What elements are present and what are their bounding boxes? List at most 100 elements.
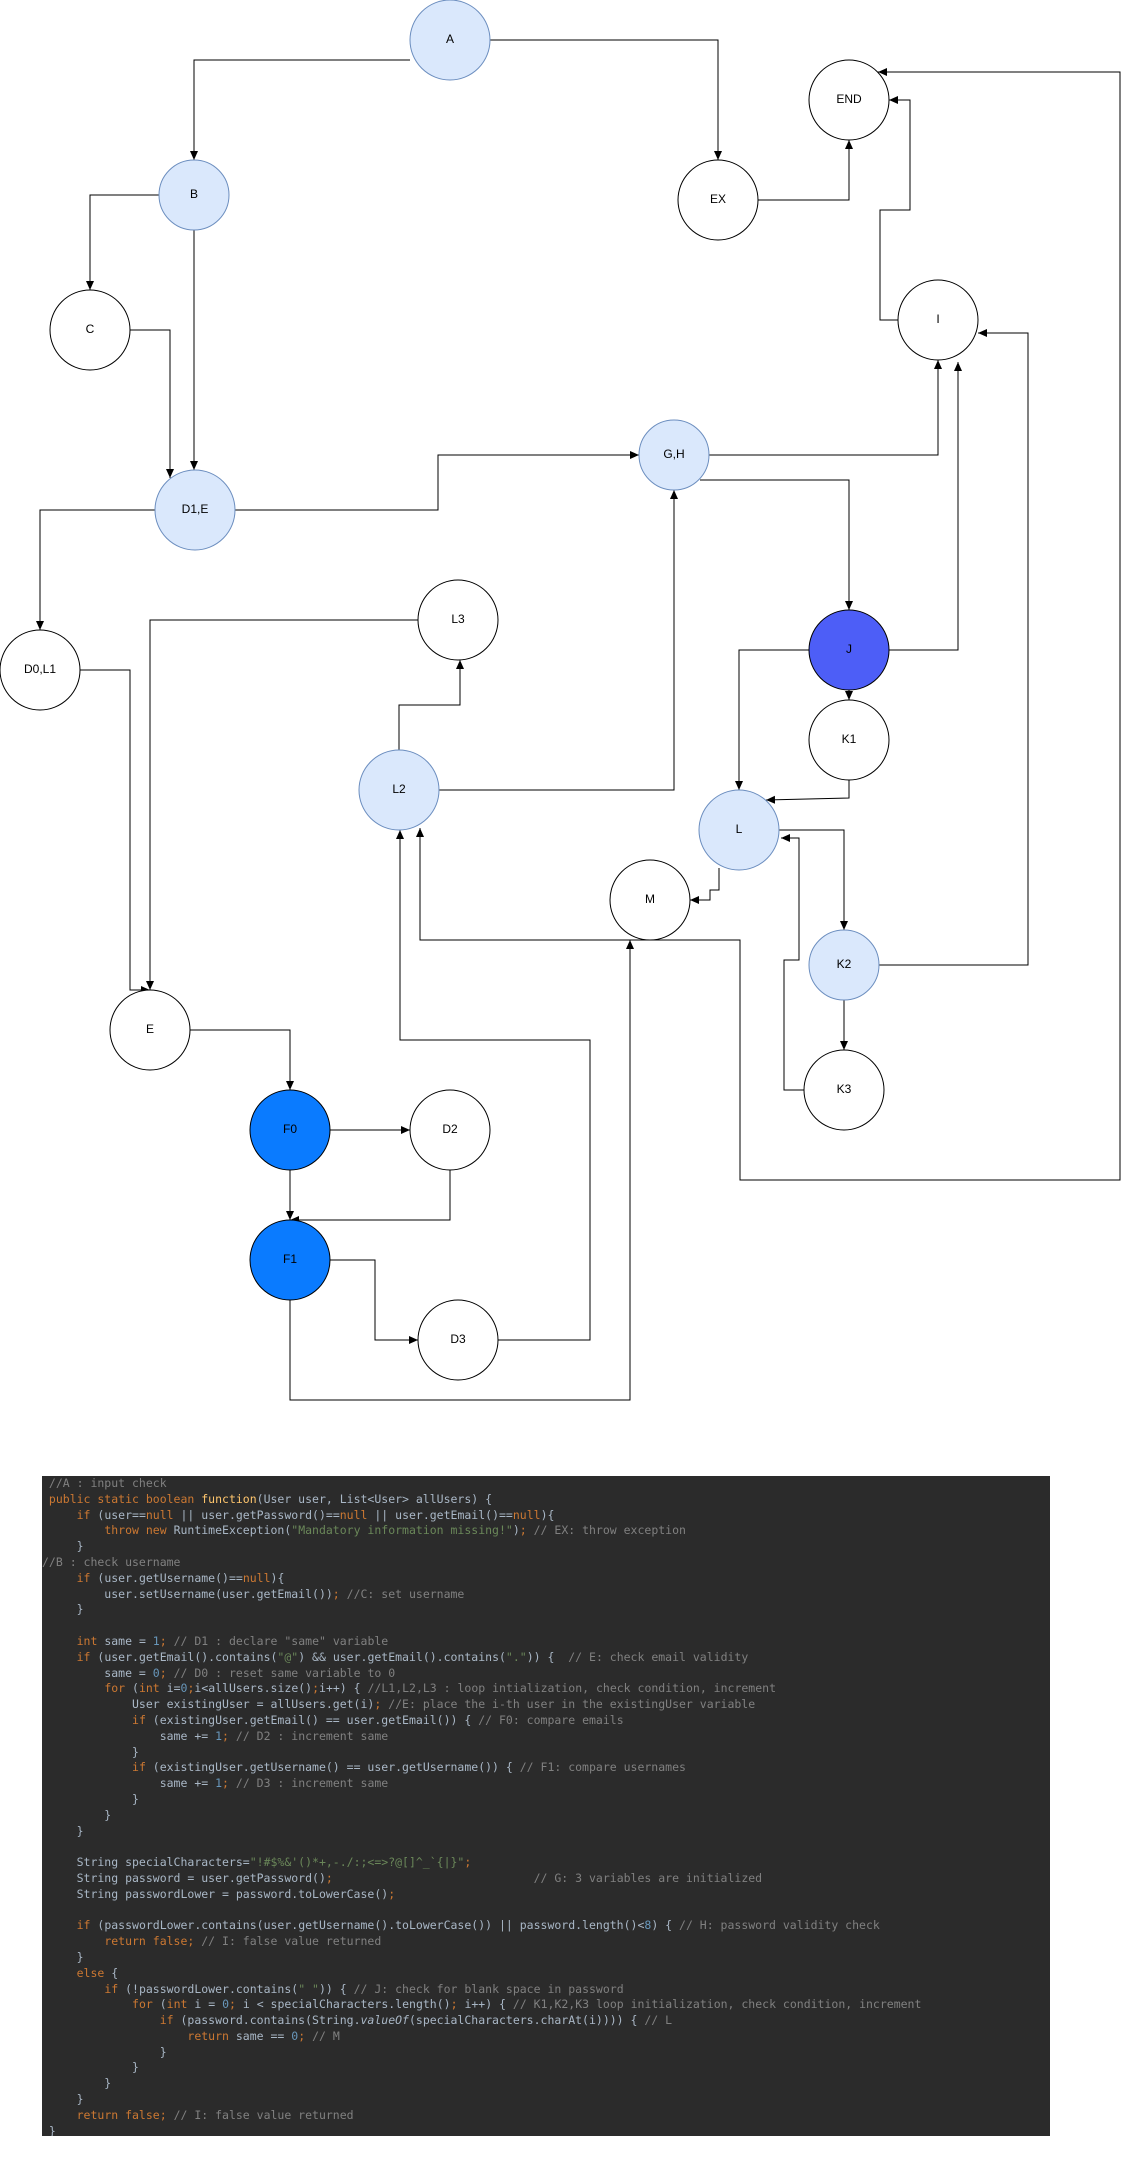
code-line: String specialCharacters="!#$%&'()*+,-./… <box>42 1855 1050 1871</box>
code-token: ) <box>512 1523 520 1538</box>
code-token: } <box>42 1807 112 1822</box>
code-token: } <box>42 1744 139 1759</box>
code-token: function <box>201 1491 257 1506</box>
node-j: J <box>808 609 890 691</box>
code-line: } <box>42 1602 1050 1618</box>
code-token: " " <box>298 1981 319 1996</box>
code-token: (passwordLower.contains(user.getUsername… <box>97 1918 645 1933</box>
code-token: } <box>42 2092 84 2107</box>
node-label: A <box>446 32 454 46</box>
node-circle <box>109 989 191 1071</box>
node-k3: K3 <box>803 1049 885 1131</box>
node-circle <box>808 59 890 141</box>
code-line: return same == 0; // M <box>42 2029 1050 2045</box>
code-token <box>42 1681 104 1695</box>
code-token: ; <box>159 1665 174 1680</box>
edge-a-to-b <box>190 59 410 160</box>
code-token: } <box>42 2060 139 2075</box>
code-token: //C: set username <box>346 1586 465 1601</box>
edge-m-to-end <box>650 68 1121 1181</box>
node-label: D3 <box>450 1332 466 1346</box>
code-token <box>42 1713 132 1727</box>
code-token: i < specialCharacters.length() <box>242 1997 451 2012</box>
code-token: // I: false value returned <box>201 1934 382 1949</box>
code-token <box>42 1934 104 1948</box>
code-token: null <box>242 1570 271 1585</box>
code-token: if <box>132 1760 153 1775</box>
node-circle <box>808 609 890 691</box>
code-line: for (int i = 0; i < specialCharacters.le… <box>42 1997 1050 2013</box>
code-token: { <box>111 1965 119 1980</box>
code-token: // EX: throw exception <box>533 1523 686 1538</box>
node-d2: D2 <box>409 1089 491 1171</box>
code-token: throw new <box>104 1523 174 1538</box>
node-label: M <box>645 892 655 906</box>
code-line: } <box>42 2092 1050 2108</box>
code-token: // H: password validity check <box>679 1918 880 1933</box>
code-token: (!passwordLower.contains( <box>125 1981 299 1996</box>
code-line: throw new RuntimeException("Mandatory in… <box>42 1523 1050 1539</box>
code-token: //B : check username <box>42 1554 181 1569</box>
code-token: public static boolean <box>42 1491 202 1506</box>
node-circle <box>897 279 979 361</box>
code-token <box>42 1760 132 1774</box>
code-token: int <box>138 1681 167 1696</box>
code-line: } <box>42 2124 1050 2136</box>
edge-k2-to-i <box>879 329 1029 966</box>
code-token: // D3 : increment same <box>235 1776 389 1791</box>
node-e: E <box>109 989 191 1071</box>
code-token <box>42 1918 77 1932</box>
code-token: if <box>132 1712 153 1727</box>
code-token: // E: check email validity <box>568 1649 749 1664</box>
edge-c-to-d1e <box>130 329 174 478</box>
node-circle <box>417 579 499 661</box>
code-line: same = 0; // D0 : reset same variable to… <box>42 1666 1050 1682</box>
node-label: K2 <box>837 957 852 971</box>
node-label: D1,E <box>182 502 209 516</box>
code-token: valueOf <box>360 2013 409 2028</box>
code-token: null <box>339 1507 375 1522</box>
code-line: if (user.getUsername()==null){ <box>42 1571 1050 1587</box>
code-token <box>42 2029 187 2043</box>
code-token: ; <box>159 1633 174 1648</box>
code-token: i++) { <box>319 1681 368 1696</box>
code-token <box>42 2013 160 2027</box>
code-token: // D0 : reset same variable to 0 <box>173 1665 396 1680</box>
node-m: M <box>609 859 691 941</box>
node-c: C <box>49 289 131 371</box>
code-line: } <box>42 1824 1050 1840</box>
code-line: user.setUsername(user.getEmail()); //C: … <box>42 1587 1050 1603</box>
code-token: } <box>42 2076 112 2091</box>
code-token <box>42 1634 77 1648</box>
edge-ex-to-end <box>758 140 853 201</box>
code-line: } <box>42 2045 1050 2061</box>
code-token: RuntimeException( <box>173 1523 292 1538</box>
edge-k3-to-l <box>781 834 804 1091</box>
code-token: User existingUser = allUsers.get(i) <box>42 1697 375 1712</box>
code-line <box>42 1903 1050 1919</box>
code-token: null <box>512 1507 541 1522</box>
code-token: // M <box>312 2028 340 2043</box>
code-line: if (existingUser.getUsername() == user.g… <box>42 1760 1050 1776</box>
code-token: if <box>76 1570 98 1585</box>
code-token: // I: false value returned <box>173 2107 354 2122</box>
code-line: } <box>42 1745 1050 1761</box>
node-label: E <box>146 1022 154 1036</box>
code-token: same += <box>42 1776 216 1791</box>
code-token: } <box>42 2044 167 2059</box>
node-k1: K1 <box>808 699 890 781</box>
node-circle <box>0 629 81 711</box>
node-circle <box>49 289 131 371</box>
code-token: ; <box>312 1681 320 1696</box>
code-token: ( <box>159 1997 167 2012</box>
node-label: EX <box>710 192 726 206</box>
code-line: String password = user.getPassword(); //… <box>42 1871 1050 1887</box>
node-end: END <box>808 59 890 141</box>
edge-f1-to-d3 <box>330 1259 418 1344</box>
edge-b-to-c <box>86 194 159 290</box>
code-token: (user.getUsername()== <box>97 1570 243 1585</box>
edge-j-to-l <box>735 649 809 790</box>
edge-d2-to-f1 <box>290 1170 451 1224</box>
code-token: //A : input check <box>42 1476 167 1490</box>
code-token: i= <box>166 1681 181 1696</box>
